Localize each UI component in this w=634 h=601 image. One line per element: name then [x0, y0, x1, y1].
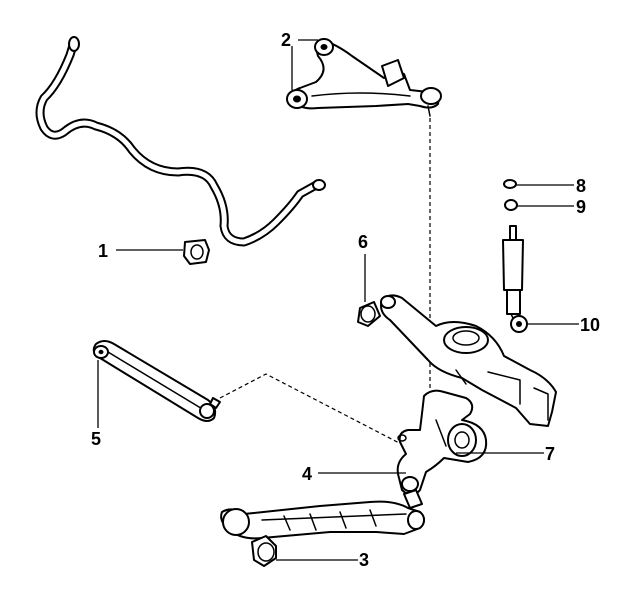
shock-washer: [504, 199, 518, 211]
callout-8: 8: [576, 176, 586, 196]
callout-3: 3: [359, 550, 369, 570]
lateral-link: [92, 340, 221, 422]
callout-9: 9: [576, 197, 586, 217]
trailing-arm: [220, 489, 425, 540]
shock-absorber: [502, 225, 528, 333]
lower-arm-bushing: [357, 301, 381, 327]
callout-labels: 1 2 3 4 5 6 7 8 9 10: [91, 30, 600, 570]
callout-7: 7: [545, 444, 555, 464]
trailing-arm-bushing: [251, 535, 277, 567]
stabilizer-bushing: [183, 239, 210, 265]
callout-10: 10: [580, 315, 600, 335]
upper-control-arm: [286, 38, 442, 117]
callout-6: 6: [358, 232, 368, 252]
leader-lines: [97, 39, 579, 561]
callout-4: 4: [302, 464, 312, 484]
stabilizer-bar: [35, 36, 326, 247]
shock-nut: [503, 179, 517, 189]
callout-5: 5: [91, 429, 101, 449]
lower-control-arm: [380, 294, 557, 427]
steering-knuckle: [396, 389, 488, 496]
callout-2: 2: [281, 30, 291, 50]
callout-1: 1: [98, 241, 108, 261]
